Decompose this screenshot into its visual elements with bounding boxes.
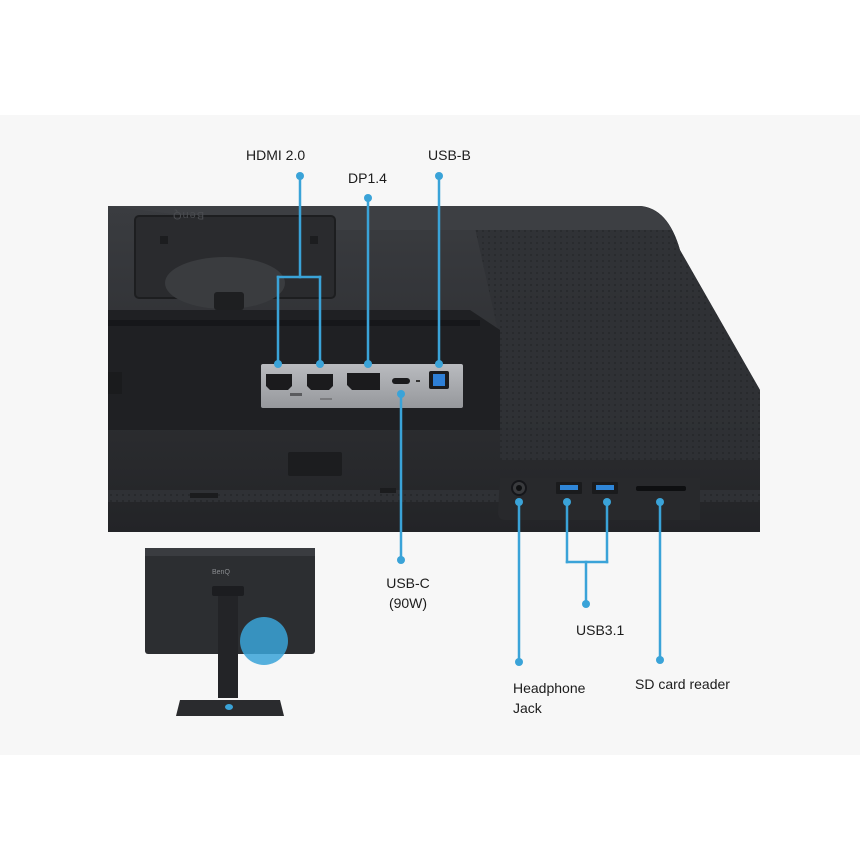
- brand-logo-inset: BenQ: [212, 569, 230, 576]
- inset-monitor: [145, 548, 315, 716]
- rear-mesh-area: [470, 206, 760, 460]
- label-usb-b: USB-B: [428, 147, 471, 163]
- usbb-port: [433, 374, 445, 386]
- stand-latch: [214, 292, 244, 310]
- label-usb-c-line2: (90W): [388, 595, 428, 611]
- hdmi-port-1: [266, 374, 292, 390]
- callout-dots: [274, 172, 664, 666]
- label-hdmi: HDMI 2.0: [246, 147, 306, 163]
- inset-highlight-marker: [240, 617, 288, 665]
- label-dp: DP1.4: [348, 170, 387, 186]
- usbc-port: [392, 378, 410, 384]
- sd-card-slot: [636, 486, 686, 491]
- callout-lines: [276, 174, 662, 664]
- hdmi-port-2: [307, 374, 333, 390]
- label-headphone-line2: Jack: [513, 700, 542, 716]
- label-usb-c: USB-C (90W): [378, 573, 438, 613]
- label-usb31: USB3.1: [576, 622, 625, 638]
- bottom-vent-strip-left: [108, 490, 508, 502]
- displayport-port: [347, 373, 380, 390]
- label-headphone: Headphone Jack: [513, 678, 613, 718]
- label-headphone-line1: Headphone: [513, 680, 586, 696]
- label-usb-c-line1: USB-C: [386, 575, 430, 591]
- stand-mount-disc: [165, 257, 285, 309]
- label-sd-card: SD card reader: [635, 676, 730, 692]
- top-ridge: [108, 206, 672, 230]
- brand-logo-top: BenQ: [172, 209, 205, 221]
- inset-stand-neck: [218, 588, 238, 698]
- vent-slot: [288, 452, 342, 476]
